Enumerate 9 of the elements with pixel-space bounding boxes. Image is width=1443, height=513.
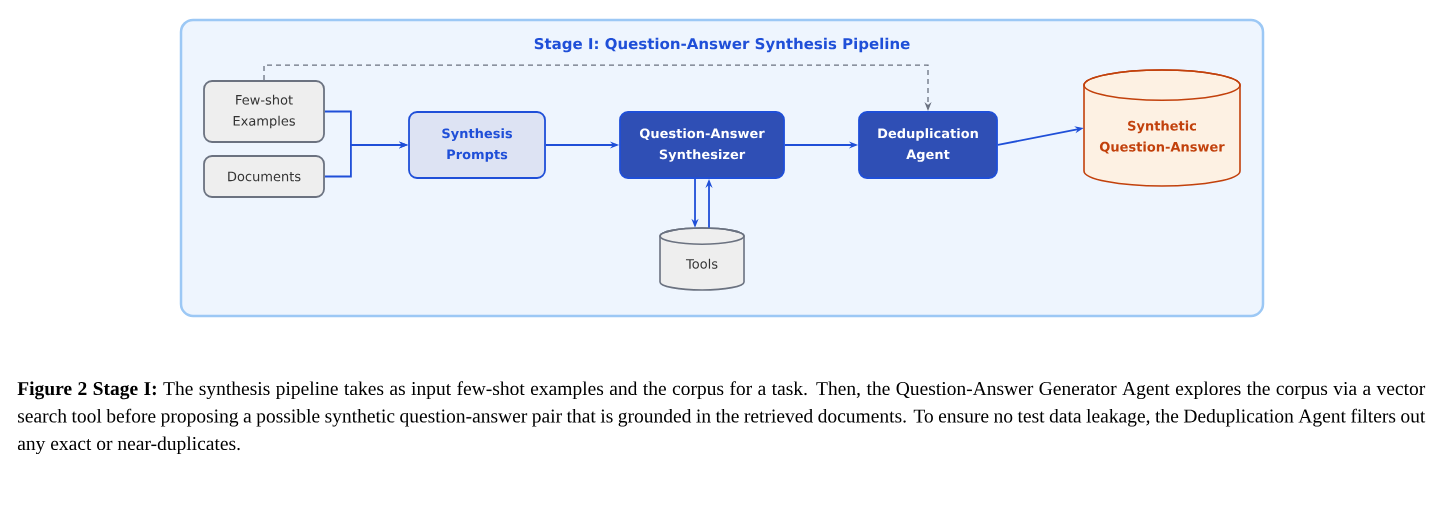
input-box: Few-shot Examples (203, 80, 325, 143)
panel-title: Stage I: Question-Answer Synthesis Pipeline (534, 37, 910, 53)
figure-caption: Figure 2 Stage I: The synthesis pipeline takes as input few-shot examples and the corpus for a task. Then, the Question-Answer Generator Agent explores the corpus via a vector search tool before proposing a possible synthetic question-answer pair that is grounded in the retrieved documents. To ensure no test data leakage, the Deduplication Agent filters out any exact or near-duplicates. (17, 381, 1426, 455)
output-cylinder: Synthetic Question-Answer (1083, 69, 1241, 187)
agent-box: Deduplication Agent (858, 111, 998, 179)
process-box: Synthesis Prompts (408, 111, 546, 179)
input-box: Documents (203, 155, 325, 198)
agent-box: Question-Answer Synthesizer (619, 111, 785, 179)
database-cylinder: Tools (659, 227, 745, 291)
